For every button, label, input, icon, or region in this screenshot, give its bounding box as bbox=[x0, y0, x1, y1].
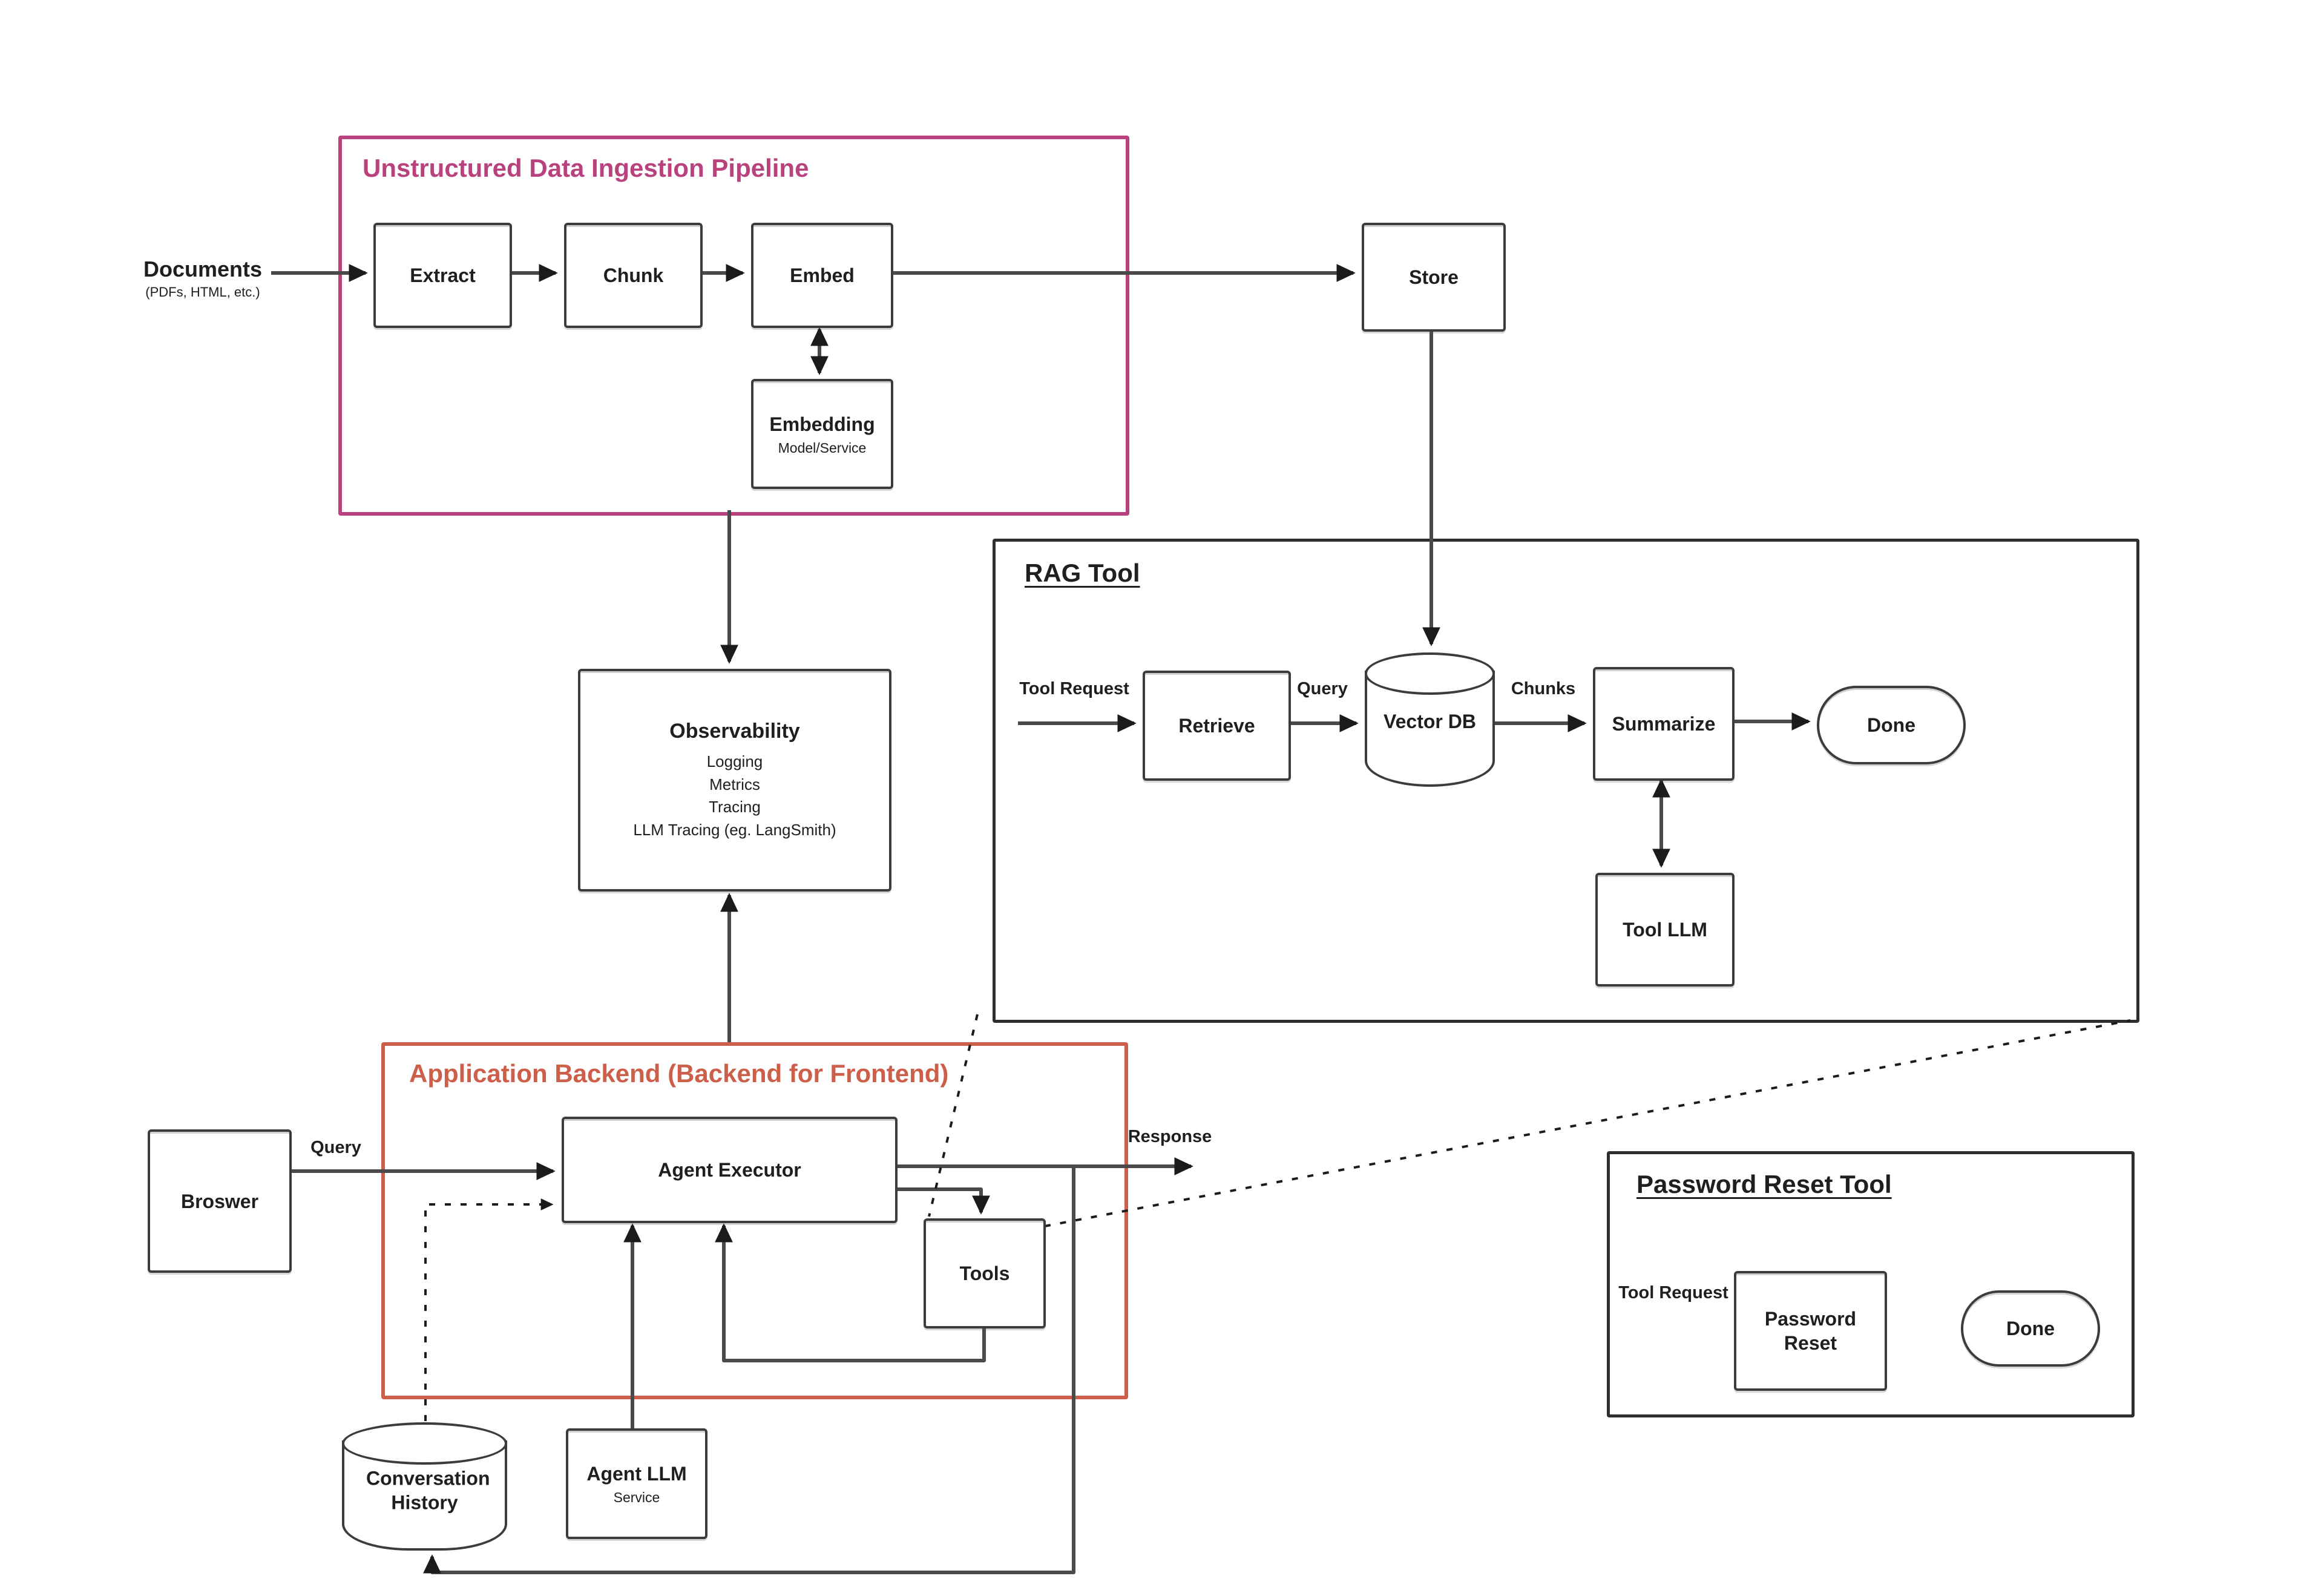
node-retrieve: Retrieve bbox=[1143, 671, 1291, 781]
node-agent-llm: Agent LLM Service bbox=[566, 1428, 707, 1539]
node-agent-llm-sub: Service bbox=[613, 1489, 660, 1505]
group-ingestion-title: Unstructured Data Ingestion Pipeline bbox=[363, 154, 809, 182]
observability-item-logging: Logging bbox=[706, 752, 763, 770]
group-backend-title: Application Backend (Backend for Fronten… bbox=[409, 1059, 949, 1088]
node-tools-label: Tools bbox=[959, 1263, 1010, 1284]
node-chunk-label: Chunk bbox=[603, 264, 664, 286]
node-embedding-model-label: Embedding bbox=[769, 413, 875, 435]
node-agent-executor-label: Agent Executor bbox=[658, 1159, 801, 1181]
edge-label-password-tool-request: Tool Request bbox=[1618, 1283, 1728, 1302]
node-password-done: Done bbox=[1961, 1290, 2100, 1367]
group-application-backend: Application Backend (Backend for Fronten… bbox=[381, 1042, 1128, 1399]
observability-item-metrics: Metrics bbox=[709, 775, 760, 793]
arrow-response-conversationhistory bbox=[423, 1166, 1075, 1574]
group-password-reset-tool: Password Reset Tool bbox=[1607, 1151, 2135, 1417]
node-browser-label: Broswer bbox=[180, 1190, 259, 1212]
node-summarize-label: Summarize bbox=[1612, 713, 1716, 735]
documents-title: Documents bbox=[143, 257, 263, 281]
node-password-reset-label: Password Reset bbox=[1764, 1308, 1857, 1354]
node-agent-executor: Agent Executor bbox=[562, 1117, 898, 1223]
arrow-tools-agentexecutor bbox=[715, 1223, 986, 1362]
node-agent-llm-label: Agent LLM bbox=[586, 1463, 687, 1485]
node-extract: Extract bbox=[373, 223, 512, 328]
node-embedding-model: Embedding Model/Service bbox=[751, 379, 893, 489]
node-rag-done: Done bbox=[1817, 686, 1966, 764]
node-observability-label: Observability bbox=[669, 720, 800, 743]
edge-label-retrieve-query: Query bbox=[1297, 679, 1348, 698]
node-store-label: Store bbox=[1409, 266, 1459, 288]
observability-item-tracing: Tracing bbox=[709, 798, 761, 816]
edge-label-browser-query: Query bbox=[310, 1138, 361, 1157]
node-rag-done-label: Done bbox=[1867, 714, 1915, 736]
node-tool-llm: Tool LLM bbox=[1595, 873, 1735, 987]
edge-label-response: Response bbox=[1128, 1127, 1212, 1146]
documents-label: Documents (PDFs, HTML, etc.) bbox=[124, 257, 281, 300]
group-ingestion-pipeline: Unstructured Data Ingestion Pipeline bbox=[338, 136, 1129, 516]
observability-item-llm-tracing: LLM Tracing (eg. LangSmith) bbox=[633, 820, 836, 839]
dashed-conversationhistory-agentexecutor bbox=[424, 1198, 554, 1421]
node-conversation-history: Conversation History bbox=[342, 1422, 507, 1551]
node-vector-db-label: Vector DB bbox=[1384, 711, 1476, 733]
group-rag-tool: RAG Tool bbox=[993, 539, 2139, 1023]
dashed-tools-ragtool-left bbox=[928, 1014, 979, 1217]
group-password-title: Password Reset Tool bbox=[1636, 1170, 1892, 1198]
dashed-tools-ragtool-right bbox=[1044, 1019, 2131, 1227]
node-observability: Observability Logging Metrics Tracing LL… bbox=[578, 669, 891, 892]
conversation-history-cylinder-top bbox=[342, 1422, 507, 1465]
observability-items: Logging Metrics Tracing LLM Tracing (eg.… bbox=[633, 750, 836, 842]
node-password-reset: Password Reset bbox=[1734, 1271, 1887, 1391]
node-chunk: Chunk bbox=[564, 223, 703, 328]
node-embed-label: Embed bbox=[790, 264, 855, 286]
node-browser: Broswer bbox=[148, 1129, 292, 1273]
vector-db-cylinder-top bbox=[1365, 652, 1495, 695]
node-conversation-history-label: Conversation History bbox=[366, 1467, 490, 1514]
node-summarize: Summarize bbox=[1593, 667, 1735, 781]
node-extract-label: Extract bbox=[410, 264, 476, 286]
documents-subtitle: (PDFs, HTML, etc.) bbox=[145, 284, 260, 300]
arrow-agentexecutor-tools bbox=[893, 1187, 990, 1215]
group-rag-title: RAG Tool bbox=[1025, 559, 1140, 587]
node-store: Store bbox=[1362, 223, 1506, 332]
node-embedding-model-sub: Model/Service bbox=[778, 439, 867, 456]
node-retrieve-label: Retrieve bbox=[1178, 715, 1255, 737]
node-vector-db: Vector DB bbox=[1365, 652, 1495, 787]
node-tools: Tools bbox=[924, 1218, 1046, 1328]
node-password-done-label: Done bbox=[2006, 1318, 2055, 1339]
edge-label-rag-tool-request: Tool Request bbox=[1019, 679, 1129, 698]
edge-label-chunks: Chunks bbox=[1511, 679, 1576, 698]
node-embed: Embed bbox=[751, 223, 893, 328]
node-tool-llm-label: Tool LLM bbox=[1623, 919, 1707, 941]
